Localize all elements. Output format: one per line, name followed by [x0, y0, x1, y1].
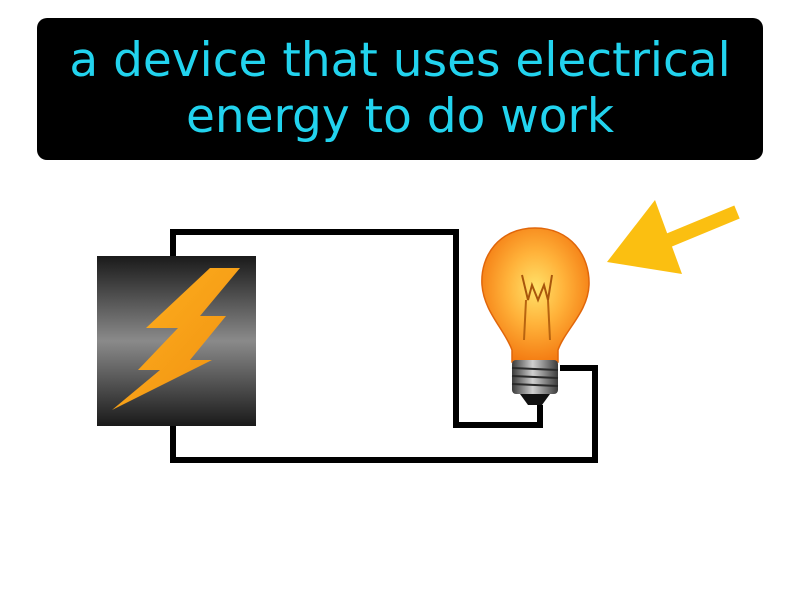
- definition-box: a device that uses electrical energy to …: [37, 18, 763, 160]
- lightning-bolt-icon: [112, 268, 240, 410]
- bottom-wire: [170, 365, 598, 463]
- top-wire: [170, 229, 543, 428]
- pointer-arrow-icon: [607, 200, 740, 274]
- light-bulb-icon: [481, 227, 590, 405]
- definition-line-2: energy to do work: [185, 89, 615, 144]
- battery-icon: [97, 256, 256, 426]
- definition-line-1: a device that uses electrical: [69, 33, 731, 88]
- circuit-wires: [170, 229, 598, 463]
